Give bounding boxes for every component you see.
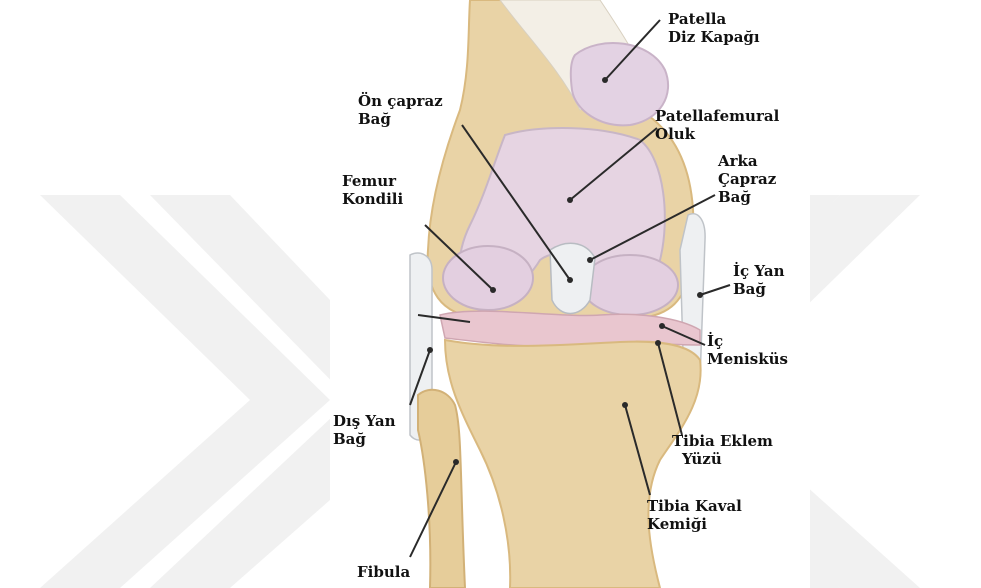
label-arka-capraz: Arka Çapraz Bağ bbox=[718, 152, 776, 206]
patella-bone bbox=[571, 43, 668, 125]
label-femur-kondili: Femur Kondili bbox=[342, 172, 403, 208]
label-on-capraz: Ön çapraz Bağ bbox=[358, 92, 443, 128]
label-dis-yan-bag: Dış Yan Bağ bbox=[333, 412, 396, 448]
label-tibia-eklem: Tibia Eklem Yüzü bbox=[672, 432, 773, 468]
label-tibia-kaval: Tibia Kaval Kemiği bbox=[647, 497, 742, 533]
label-patella: Patella Diz Kapağı bbox=[668, 10, 760, 46]
label-ic-yan-bag: İç Yan Bağ bbox=[733, 262, 785, 298]
label-fibula: Fibula bbox=[357, 563, 410, 581]
label-patellafemural: Patellafemural Oluk bbox=[655, 107, 779, 143]
medial-femoral-condyle bbox=[582, 255, 678, 315]
label-ic-menisku: İç Menisküs bbox=[707, 332, 788, 368]
